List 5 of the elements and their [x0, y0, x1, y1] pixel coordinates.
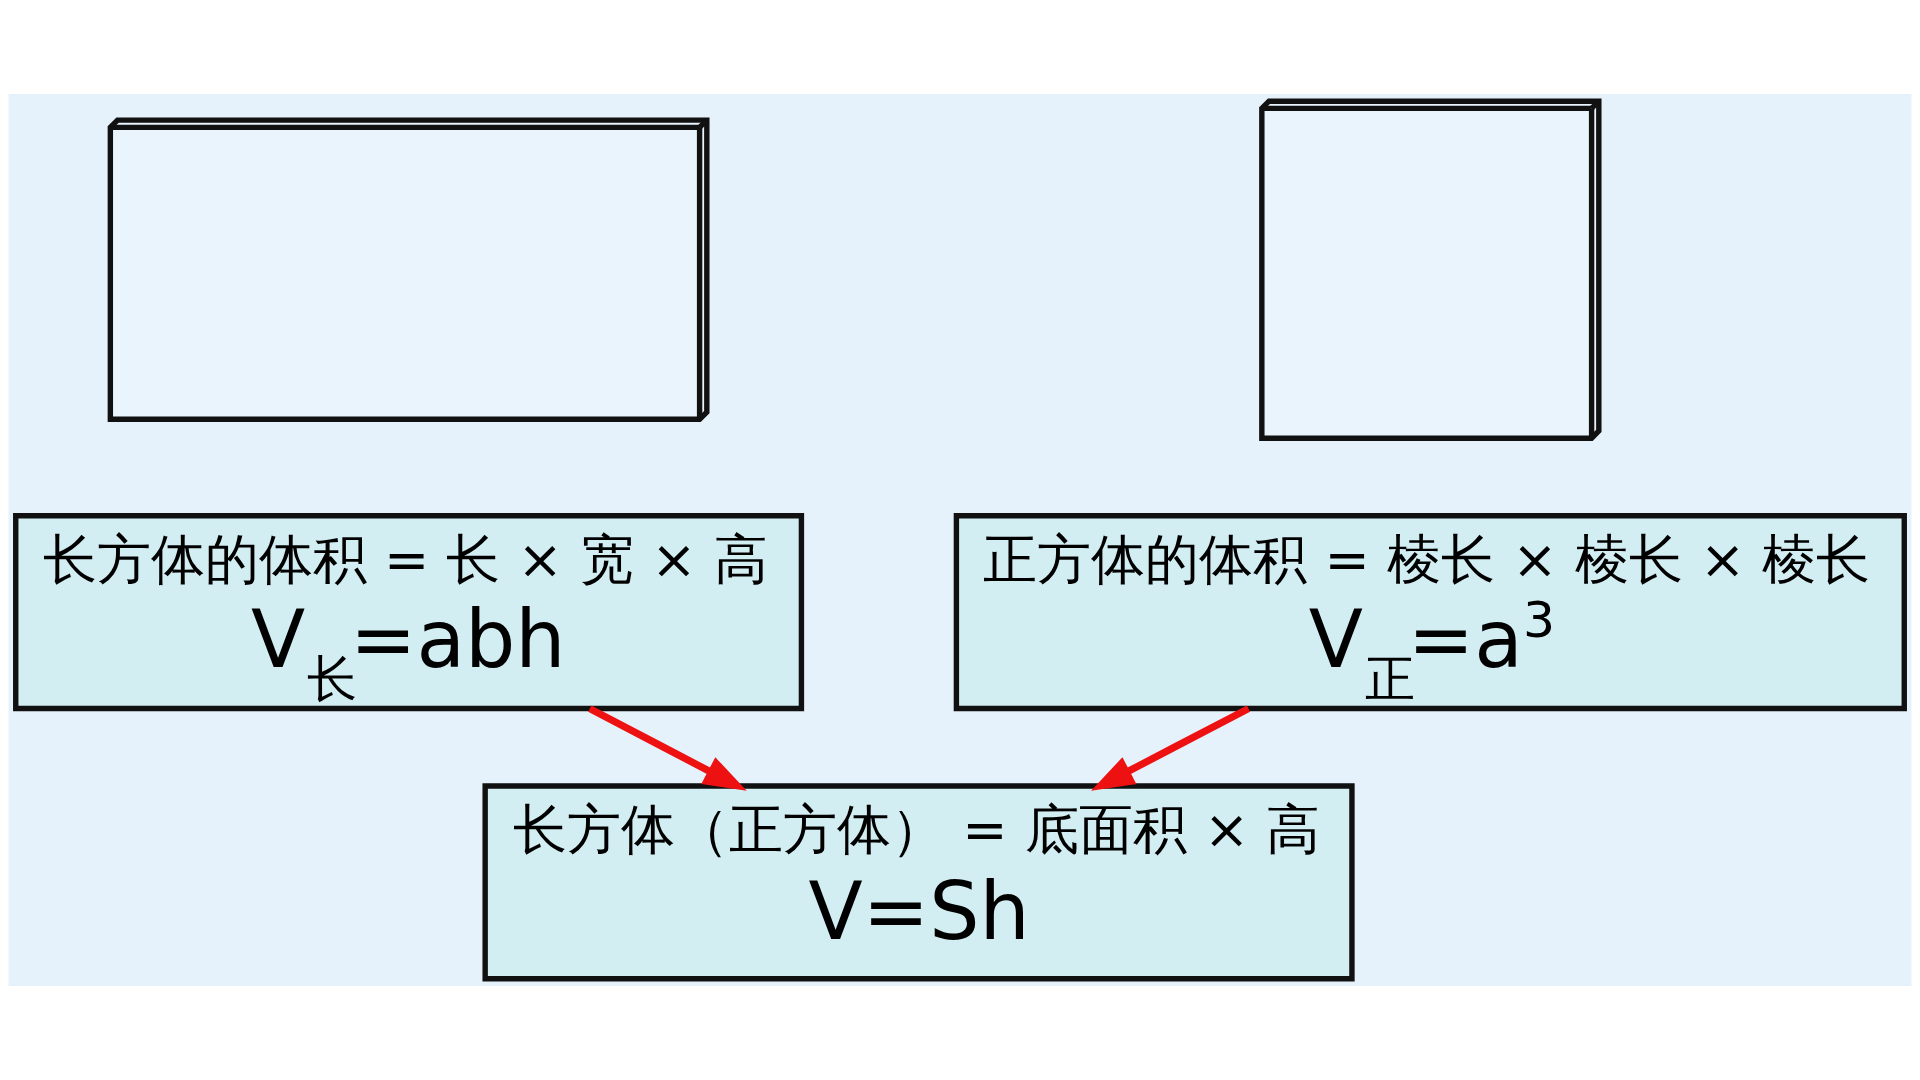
node-box: 长方体的体积 = 长 × 宽 × 高 V$_{长}$=abh [13, 512, 805, 712]
arrow [1091, 705, 1251, 791]
arrow [588, 705, 747, 791]
node-box: 正方体的体积 = 棱长 × 棱长 × 棱长 V$_{正}$=a$^{3}$ [953, 512, 1907, 712]
node-box: 长方体（正方体） = 底面积 × 高 V=Sh [482, 783, 1355, 982]
